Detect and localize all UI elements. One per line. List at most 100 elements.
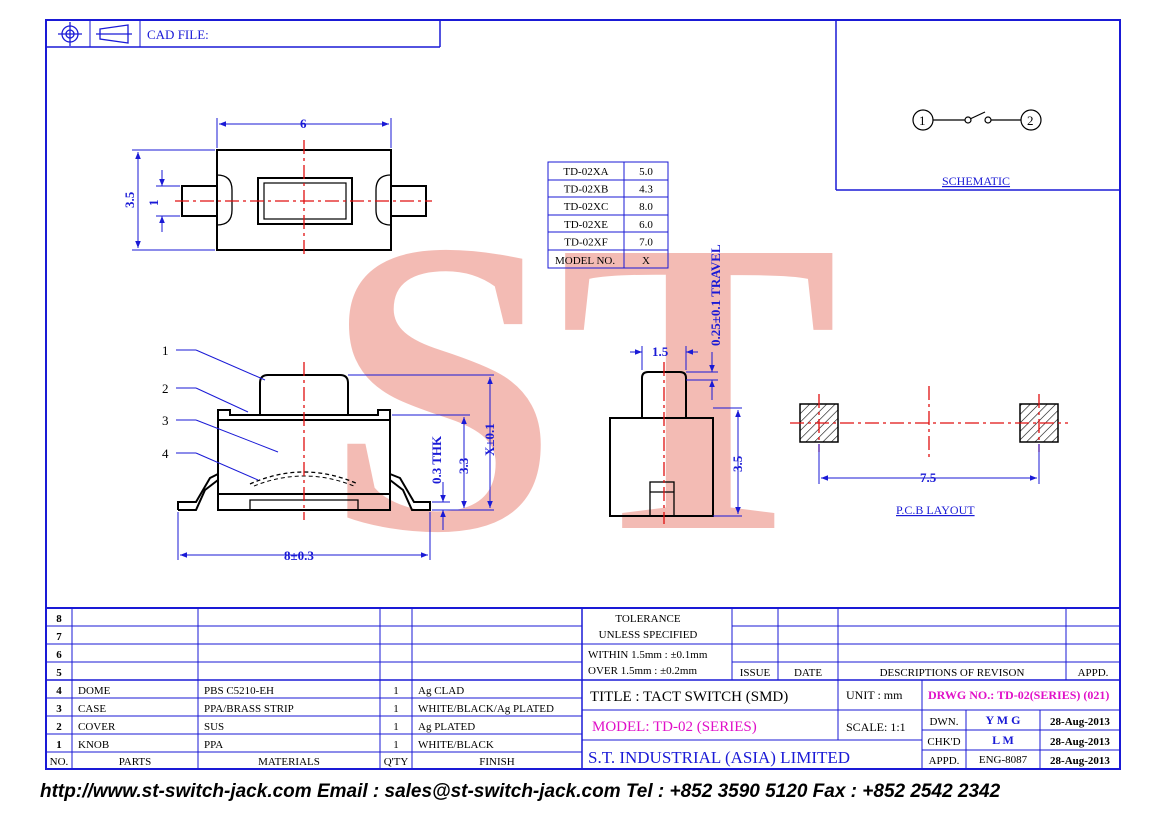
parts-row-number: 2 <box>56 721 62 733</box>
schematic-pin2: 2 <box>1027 113 1034 128</box>
appd-date: 28-Aug-2013 <box>1050 755 1110 767</box>
pcb-spacing-dim: 7.5 <box>920 470 937 485</box>
parts-row-number: 4 <box>56 685 62 697</box>
model-row-x: 6.0 <box>639 219 653 231</box>
model-row-name: TD-02XA <box>563 166 608 178</box>
scale-text: SCALE: 1:1 <box>846 720 906 734</box>
frame <box>45 19 1121 770</box>
end-view-dims <box>630 346 742 517</box>
parts-row-part: KNOB <box>78 739 109 751</box>
projection-symbol-icon <box>58 22 132 46</box>
end-height-dim: 3.5 <box>730 455 745 472</box>
callout-number: 4 <box>162 446 169 461</box>
parts-row-qty: 1 <box>393 703 399 715</box>
model-row-x: 4.3 <box>639 184 653 196</box>
parts-row-qty: 1 <box>393 721 399 733</box>
parts-row-material: PBS C5210-EH <box>204 685 274 697</box>
parts-row-finish: WHITE/BLACK/Ag PLATED <box>418 703 554 715</box>
side-view-dims <box>177 374 494 560</box>
thk-dim: 0.3 THK <box>429 435 444 484</box>
parts-row-qty: 1 <box>393 685 399 697</box>
height-dim: X±0.1 <box>482 423 497 456</box>
tolerance-line1: TOLERANCE <box>615 613 680 625</box>
schematic-diagram <box>912 109 1042 131</box>
company-name: S.T. INDUSTRIAL (ASIA) LIMITED <box>588 748 850 767</box>
length-dim: 8±0.3 <box>284 548 314 563</box>
body-dim: 3.3 <box>456 457 471 474</box>
side-view-callouts <box>176 349 279 481</box>
drawing-number: DRWG NO.: TD-02(SERIES) (021) <box>928 688 1109 702</box>
contact-footer: http://www.st-switch-jack.com Email : sa… <box>40 781 1001 802</box>
appd-name: ENG-8087 <box>979 754 1028 766</box>
model-row-name: TD-02XE <box>564 219 608 231</box>
dwn-name: Y M G <box>986 713 1021 727</box>
parts-row-number: 6 <box>56 649 62 661</box>
model-row-x: 8.0 <box>639 201 653 213</box>
revision-header: ISSUE DATE DESCRIPTIONS OF REVISON APPD. <box>740 667 1109 679</box>
travel-dim: 0.25±0.1 TRAVEL <box>708 244 723 346</box>
schematic-pin1: 1 <box>919 113 926 128</box>
dwn-label: DWN. <box>929 716 958 728</box>
header-no: NO. <box>50 756 69 768</box>
model-row-name: TD-02XF <box>564 236 607 248</box>
top-pin-dim: 1 <box>146 200 161 207</box>
top-view-dims <box>132 118 392 251</box>
model-text: MODEL: TD-02 (SERIES) <box>592 719 757 735</box>
parts-row-finish: Ag CLAD <box>418 685 464 697</box>
appd-label: APPD. <box>929 755 960 767</box>
tolerance-line3: WITHIN 1.5mm : ±0.1mm <box>588 649 708 661</box>
dwn-date: 28-Aug-2013 <box>1050 716 1110 728</box>
pcb-layout-label: P.C.B LAYOUT <box>896 503 975 517</box>
top-height-dim: 3.5 <box>122 191 137 208</box>
parts-row-finish: WHITE/BLACK <box>418 739 494 751</box>
header-finish: FINISH <box>479 756 515 768</box>
parts-row-finish: Ag PLATED <box>418 721 475 733</box>
revision-appd: APPD. <box>1078 667 1109 679</box>
model-row-name: TD-02XC <box>564 201 609 213</box>
unit-text: UNIT : mm <box>846 688 903 702</box>
title-block-grid <box>46 607 1120 769</box>
title-block: TITLE : TACT SWITCH (SMD) UNIT : mm DRWG… <box>588 688 1110 767</box>
parts-header: NO. PARTS MATERIALS Q'TY FINISH <box>50 756 515 768</box>
chkd-date: 28-Aug-2013 <box>1050 736 1110 748</box>
callout-number: 3 <box>162 413 169 428</box>
parts-row-number: 3 <box>56 703 62 715</box>
schematic-label: SCHEMATIC <box>942 174 1010 188</box>
revision-description: DESCRIPTIONS OF REVISON <box>880 667 1025 679</box>
header-qty: Q'TY <box>384 756 409 768</box>
model-header-label: MODEL NO. <box>555 255 615 267</box>
top-width-dim: 6 <box>300 116 307 131</box>
callout-number: 1 <box>162 343 169 358</box>
end-width-dim: 1.5 <box>652 344 669 359</box>
pcb-layout <box>790 386 1068 484</box>
parts-row-material: PPA/BRASS STRIP <box>204 703 294 715</box>
cad-file-label: CAD FILE: <box>147 27 209 42</box>
model-header-x: X <box>642 255 650 267</box>
parts-row-number: 7 <box>56 631 62 643</box>
parts-row-material: SUS <box>204 721 224 733</box>
title-text: TITLE : TACT SWITCH (SMD) <box>590 689 788 705</box>
model-row-x: 7.0 <box>639 236 653 248</box>
header-materials: MATERIALS <box>258 756 320 768</box>
tolerance-block: TOLERANCE UNLESS SPECIFIED WITHIN 1.5mm … <box>588 613 708 677</box>
parts-row-number: 5 <box>56 667 62 679</box>
tolerance-line2: UNLESS SPECIFIED <box>599 629 698 641</box>
revision-date: DATE <box>794 667 822 679</box>
parts-row-qty: 1 <box>393 739 399 751</box>
parts-row-part: COVER <box>78 721 116 733</box>
parts-row-number: 1 <box>56 739 62 751</box>
parts-row-number: 8 <box>56 613 62 625</box>
top-view-centerlines <box>175 140 432 258</box>
revision-issue: ISSUE <box>740 667 771 679</box>
parts-row-part: DOME <box>78 685 111 697</box>
header-parts: PARTS <box>119 756 152 768</box>
model-row-x: 5.0 <box>639 166 653 178</box>
parts-row-material: PPA <box>204 739 223 751</box>
parts-row-part: CASE <box>78 703 106 715</box>
callout-number: 2 <box>162 381 169 396</box>
chkd-name: L M <box>992 733 1014 747</box>
chkd-label: CHK'D <box>927 736 960 748</box>
tolerance-line4: OVER 1.5mm : ±0.2mm <box>588 665 697 677</box>
